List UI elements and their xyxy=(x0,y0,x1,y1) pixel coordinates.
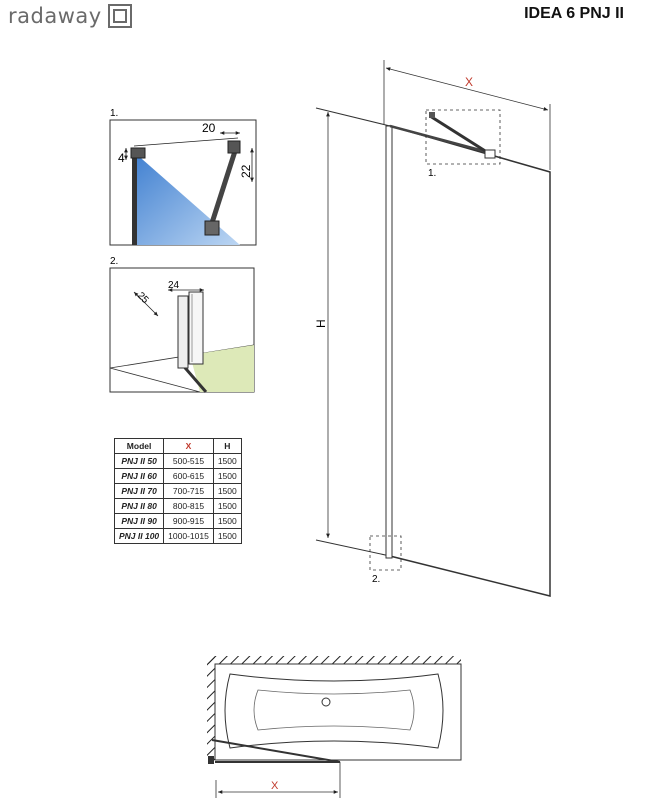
glass-outline xyxy=(389,125,551,597)
cell-h: 1500 xyxy=(212,528,242,544)
cell-model: PNJ II 70 xyxy=(113,483,165,499)
drain-icon xyxy=(321,697,331,707)
wall-profile-main xyxy=(385,125,393,559)
dim-h-main: H xyxy=(314,319,328,328)
cell-x: 1000-1015 xyxy=(163,528,214,544)
square-logo-icon xyxy=(107,4,132,28)
callout-1-label: 1. xyxy=(428,168,436,179)
floor-surface xyxy=(190,345,254,392)
detail-1: 1. 20 4 22 xyxy=(109,108,257,246)
wall-top-hatch xyxy=(207,656,461,664)
support-arm-main xyxy=(389,124,496,156)
table-row: PNJ II 50 500-515 1500 xyxy=(113,453,242,469)
glass-clamp xyxy=(204,220,220,236)
cell-model: PNJ II 50 xyxy=(113,453,165,469)
header-model: Model xyxy=(113,438,165,454)
table-row: PNJ II 100 1000-1015 1500 xyxy=(113,528,242,544)
detail-2: 2. 24 25 xyxy=(109,256,255,393)
cell-x: 600-615 xyxy=(163,468,214,484)
table-row: PNJ II 80 800-815 1500 xyxy=(113,498,242,514)
detail-2-label: 2. xyxy=(110,256,118,267)
cell-model: PNJ II 80 xyxy=(113,498,165,514)
wall-left-hatch xyxy=(207,656,215,760)
header-x: X xyxy=(163,438,214,454)
header-h: H xyxy=(212,438,242,454)
dim-x-main: X xyxy=(465,75,473,89)
cell-model: PNJ II 90 xyxy=(113,513,165,529)
cell-model: PNJ II 60 xyxy=(113,468,165,484)
cell-x: 900-915 xyxy=(163,513,214,529)
cell-h: 1500 xyxy=(212,483,242,499)
dim-24: 24 xyxy=(168,280,180,291)
dim-22: 22 xyxy=(239,164,253,178)
bathtub-inner xyxy=(253,689,415,731)
table-row: PNJ II 70 700-715 1500 xyxy=(113,483,242,499)
support-arm xyxy=(208,147,239,227)
cell-x: 800-815 xyxy=(163,498,214,514)
table-row: PNJ II 90 900-915 1500 xyxy=(113,513,242,529)
cell-x: 500-515 xyxy=(163,453,214,469)
cell-model: PNJ II 100 xyxy=(113,528,165,544)
arm-wall-mount xyxy=(227,140,241,154)
cell-x: 700-715 xyxy=(163,483,214,499)
cell-h: 1500 xyxy=(212,468,242,484)
brand-name: radaway xyxy=(8,4,102,28)
dim-x-plan: X xyxy=(271,780,279,792)
wall-profile xyxy=(132,150,137,245)
callout-box-2 xyxy=(369,535,402,571)
main-elevation: 1. 2. X H xyxy=(314,60,551,597)
cell-h: 1500 xyxy=(212,513,242,529)
spec-table: Model X H PNJ II 50 500-515 1500 PNJ II … xyxy=(113,438,242,544)
brand: radaway xyxy=(8,4,132,28)
cell-h: 1500 xyxy=(212,498,242,514)
wall-bracket xyxy=(130,147,146,159)
callout-2-label: 2. xyxy=(372,574,380,585)
cell-h: 1500 xyxy=(212,453,242,469)
dim-20: 20 xyxy=(202,121,216,135)
plan-view: X xyxy=(207,656,462,798)
detail-1-label: 1. xyxy=(110,108,118,119)
profile-right xyxy=(188,291,204,365)
glass-plan xyxy=(211,739,341,763)
table-row: PNJ II 60 600-615 1500 xyxy=(113,468,242,484)
profile-left xyxy=(177,295,189,369)
dim-4: 4 xyxy=(118,151,125,165)
product-title: IDEA 6 PNJ II xyxy=(524,5,624,22)
